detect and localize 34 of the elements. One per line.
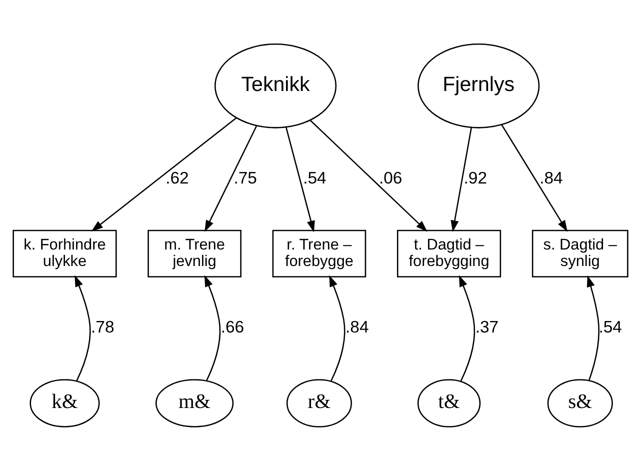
arrow [91,116,237,231]
node-ellipse: Teknikk [214,43,337,128]
node-ellipse: t& [417,378,481,427]
edge-label: .66 [220,317,244,336]
node-ellipse: r& [286,378,352,427]
edge-label: .06 [378,168,402,187]
arrow [204,125,258,232]
node-box: t. Dagtid – forebygging [396,229,502,277]
edge-label: .78 [91,317,114,336]
arrow [501,124,568,232]
node-ellipse: k& [30,378,100,427]
edge-label: .75 [234,168,257,187]
edge-label: .54 [303,168,326,187]
arrow [586,274,600,380]
arrow [329,274,346,381]
node-ellipse: Fjernlys [418,43,540,128]
arrow [310,119,428,232]
edge-label: .62 [166,168,189,187]
arrow [74,274,91,381]
arrow [450,127,472,232]
edge-label: .92 [464,168,487,187]
edge-label: .84 [540,168,563,187]
arrow [204,274,221,380]
arrow [285,126,315,232]
node-box: s. Dagtid – synlig [532,229,628,277]
arrow [458,274,476,381]
node-box: k. Forhindre ulykke [12,229,117,277]
node-ellipse: s& [547,378,613,427]
edge-label: .84 [346,317,369,336]
node-box: r. Trene – forebygge [272,229,366,277]
node-box: m. Trene jevnlig [148,229,242,277]
edge-label: .37 [475,317,499,336]
edge-label: .54 [598,317,622,336]
node-ellipse: m& [155,378,234,427]
